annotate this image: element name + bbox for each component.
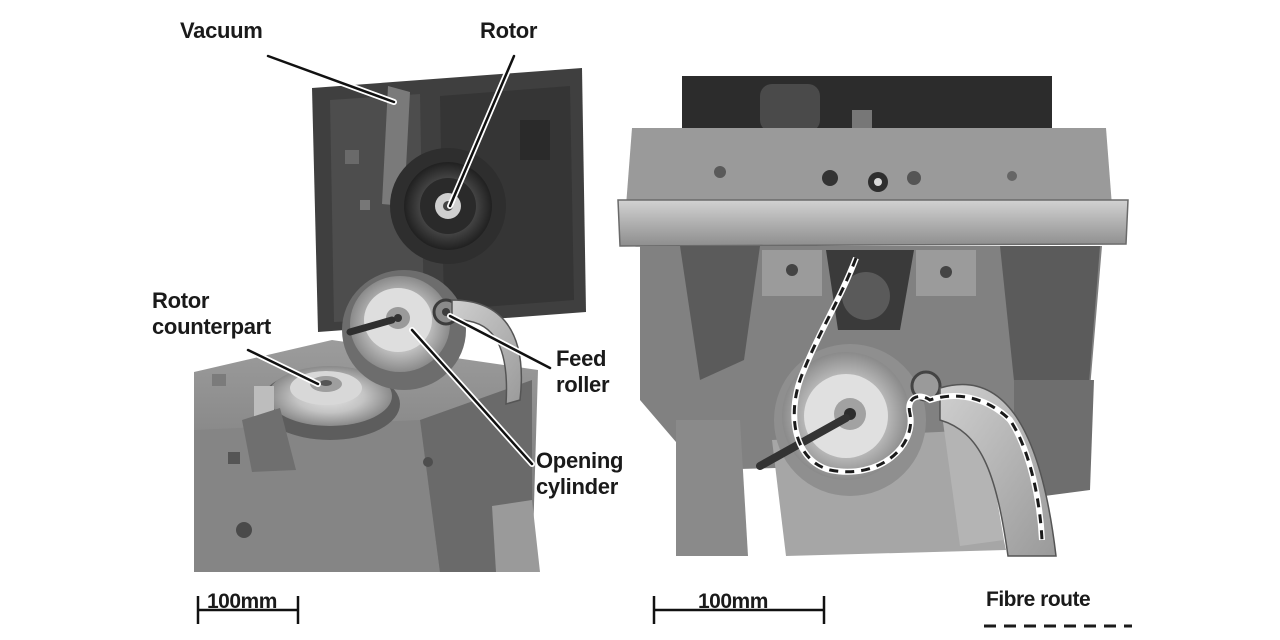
label-rotor-counterpart-line2: counterpart	[152, 314, 271, 339]
left-scale-bar	[196, 596, 300, 624]
legend-fibre-route-label: Fibre route	[986, 588, 1091, 611]
fibre-guide-channel	[939, 383, 1057, 557]
label-rotor-counterpart-line1: Rotor	[152, 288, 210, 313]
label-opening-cylinder-line1: Opening	[536, 448, 624, 473]
annotation-leader-lines	[245, 53, 553, 467]
fibre-route-path	[791, 256, 1045, 541]
right-photo-closed-unit	[617, 76, 1129, 557]
label-feed-roller: Feed roller	[556, 346, 610, 398]
label-rotor-counterpart: Rotor counterpart	[152, 288, 271, 340]
left-photo-opened-unit	[194, 68, 586, 572]
label-opening-cylinder-line2: cylinder	[536, 474, 618, 499]
label-feed-roller-line1: Feed	[556, 346, 607, 371]
right-scale-label: 100mm	[698, 590, 768, 613]
feed-roller	[432, 298, 522, 406]
right-scale-bar	[652, 596, 826, 624]
label-feed-roller-line2: roller	[556, 372, 610, 397]
rotor-counterpart-disc	[242, 366, 400, 472]
left-scale-label: 100mm	[207, 590, 277, 613]
label-opening-cylinder: Opening cylinder	[536, 448, 623, 500]
label-vacuum: Vacuum	[180, 18, 263, 43]
label-rotor: Rotor	[480, 18, 538, 43]
